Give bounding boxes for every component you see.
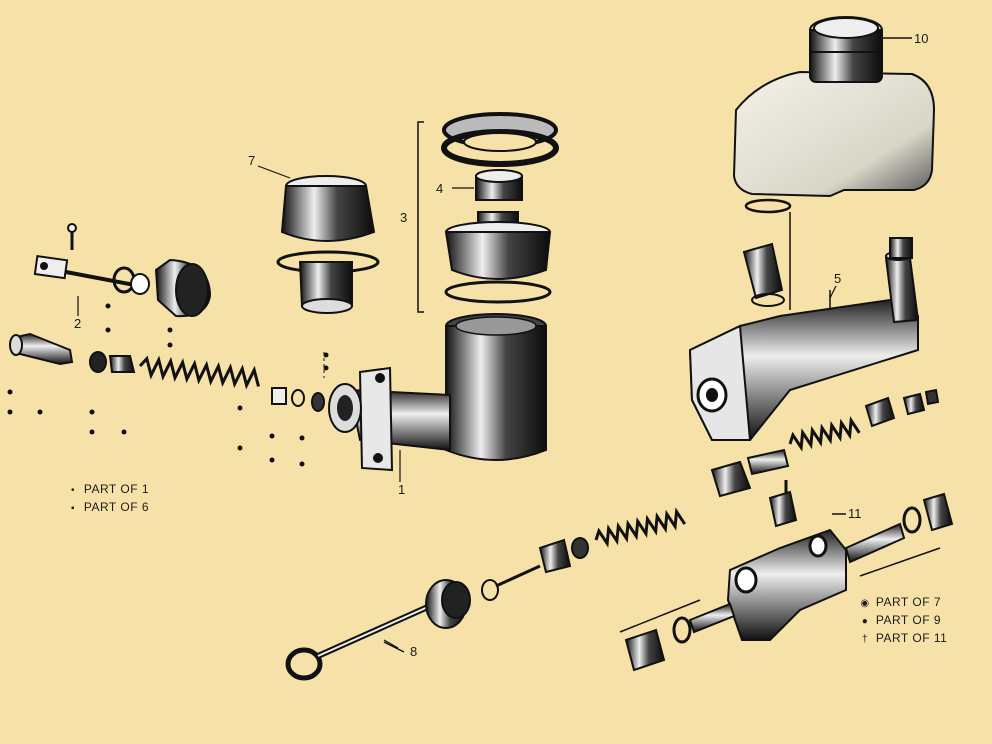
callout-3: 3 (400, 210, 407, 225)
legend-right: ◉ PART OF 7 ● PART OF 9 † PART OF 11 (858, 594, 947, 648)
reservoir-10 (732, 16, 936, 310)
legend-left-item: ▪ PART OF 6 (70, 500, 150, 514)
seal-group-3 (417, 112, 559, 313)
master-cylinder-1 (328, 313, 547, 472)
reference-dots (7, 303, 329, 467)
legend-left-item: • PART OF 1 (70, 482, 150, 496)
callout-11: 11 (848, 506, 862, 521)
clevis-assembly-2 (33, 223, 212, 318)
callout-7: 5 (834, 271, 841, 286)
cap-assembly-5 (276, 175, 380, 314)
pushrod-8 (285, 564, 541, 681)
callout-10: 10 (914, 31, 928, 46)
callout-2: 2 (74, 316, 81, 331)
leader-lines (77, 165, 837, 649)
piston-parts-left (9, 332, 325, 412)
callout-5: 7 (248, 153, 255, 168)
legend-right-item: † PART OF 11 (861, 631, 948, 645)
legend-right-item: ◉ PART OF 7 (860, 595, 942, 609)
brake-master-cylinder-7 (688, 237, 920, 441)
valve-assembly-11 (619, 480, 954, 672)
legend-left: • PART OF 1 ▪ PART OF 6 (66, 481, 149, 517)
callout-1: 1 (398, 482, 405, 497)
callout-8: 8 (410, 644, 417, 659)
callout-4: 4 (436, 181, 443, 196)
legend-right-item: ● PART OF 9 (861, 613, 942, 627)
piston-assembly-9 (538, 388, 940, 574)
